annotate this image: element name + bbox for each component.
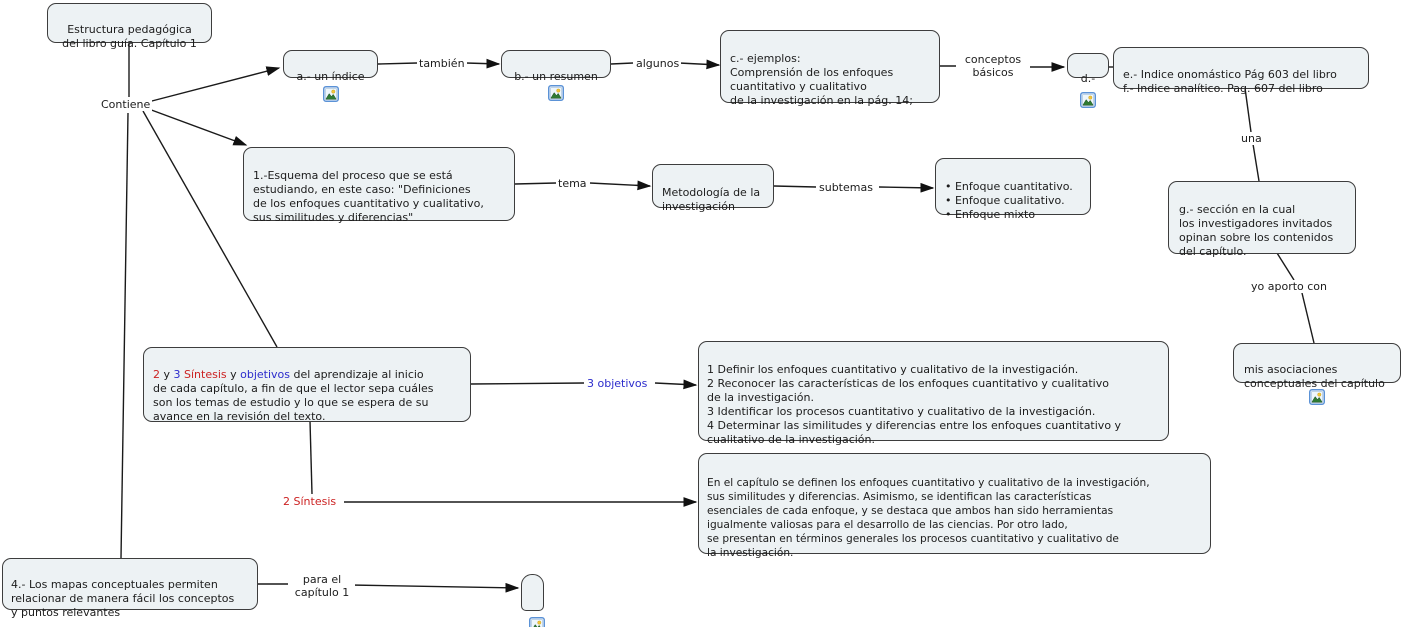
node-objetivos-lista[interactable]: 1 Definir los enfoques cuantitativo y cu… — [698, 341, 1169, 446]
connector-contiene-sintesisobj — [142, 110, 278, 348]
node-label: 2 y 3 Síntesis y objetivos del aprendiza… — [153, 368, 434, 423]
connector-sintesisobj-2sintesis — [309, 420, 313, 495]
connector-g-yoaporto — [1276, 252, 1295, 281]
image-resource-icon[interactable] — [548, 71, 564, 101]
node-label: c.- ejemplos: Comprensión de los enfoque… — [730, 52, 913, 107]
node-seccion-g[interactable]: g.- sección en la cual los investigadore… — [1168, 181, 1356, 258]
connector-indice-tambien — [377, 62, 418, 65]
connector-algunos-ejemplos — [678, 59, 721, 70]
node-label: d.- — [1080, 72, 1096, 85]
node-label: En el capítulo se definen los enfoques c… — [707, 477, 1150, 559]
node-un-indice[interactable]: a.- un índice — [283, 50, 378, 102]
image-resource-icon[interactable] — [1080, 78, 1096, 108]
node-label: mis asociaciones conceptuales del capítu… — [1244, 363, 1385, 390]
link-label-para-el[interactable]: para el capítulo 1 — [289, 573, 355, 599]
connector-yoaporto-asociaciones — [1301, 292, 1315, 344]
link-label-una[interactable]: una — [1239, 132, 1264, 145]
image-resource-icon[interactable] — [1309, 375, 1325, 405]
node-indices-ef[interactable]: e.- Indice onomástico Pág 603 del libro … — [1113, 47, 1369, 95]
connector-contiene-indice — [147, 66, 281, 103]
link-label-3-objetivos[interactable]: 3 objetivos — [585, 377, 650, 390]
connector-3objetivos-lista — [654, 379, 698, 390]
node-metodologia[interactable]: Metodología de la investigación — [652, 164, 774, 213]
node-label: 4.- Los mapas conceptuales permiten rela… — [11, 578, 235, 619]
node-label: • Enfoque cuantitativo. • Enfoque cualit… — [945, 180, 1073, 221]
node-mis-asociaciones[interactable]: mis asociaciones conceptuales del capítu… — [1233, 343, 1401, 405]
link-label-subtemas[interactable]: subtemas — [817, 181, 875, 194]
node-un-resumen[interactable]: b.- un resumen — [501, 50, 611, 101]
node-esquema[interactable]: 1.-Esquema del proceso que se está estud… — [243, 147, 515, 224]
connector-parael-pill — [349, 582, 520, 593]
connector-metodologia-subtemas — [773, 185, 817, 188]
connector-ef-una — [1244, 87, 1252, 133]
node-ejemplos[interactable]: c.- ejemplos: Comprensión de los enfoque… — [720, 30, 940, 107]
connector-esquema-tema — [514, 182, 557, 185]
node-d[interactable]: d.- — [1067, 53, 1109, 108]
image-resource-icon[interactable] — [528, 603, 545, 627]
connector-contiene-esquema — [145, 107, 248, 146]
link-label-tema[interactable]: tema — [556, 177, 589, 190]
connector-una-g — [1252, 143, 1260, 182]
node-mapas-conceptuales[interactable]: 4.- Los mapas conceptuales permiten rela… — [2, 558, 258, 619]
connector-tambien-resumen — [465, 58, 501, 69]
node-label: g.- sección en la cual los investigadore… — [1179, 203, 1334, 258]
link-label-2-sintesis[interactable]: 2 Síntesis — [281, 495, 339, 508]
connector-resumen-algunos — [610, 62, 634, 65]
node-label: Estructura pedagógica del libro guía. Ca… — [62, 23, 197, 50]
node-sintesis-texto[interactable]: En el capítulo se definen los enfoques c… — [698, 453, 1211, 559]
node-label: Metodología de la investigación — [662, 186, 761, 213]
connector-tema-metodologia — [589, 180, 652, 191]
node-label: 1 Definir los enfoques cuantitativo y cu… — [707, 363, 1122, 446]
node-sintesis-objetivos[interactable]: 2 y 3 Síntesis y objetivos del aprendiza… — [143, 347, 471, 423]
connector-contiene-mapas — [120, 112, 129, 559]
node-label: a.- un índice — [296, 70, 365, 83]
node-label: 1.-Esquema del proceso que se está estud… — [253, 169, 484, 224]
link-label-yo-aporto[interactable]: yo aporto con — [1249, 280, 1330, 293]
node-label: e.- Indice onomástico Pág 603 del libro … — [1123, 68, 1337, 95]
node-label: b.- un resumen — [514, 70, 598, 83]
node-estructura-pedagogica[interactable]: Estructura pedagógica del libro guía. Ca… — [47, 3, 212, 50]
link-label-contiene[interactable]: Contiene — [99, 98, 153, 111]
link-label-algunos[interactable]: algunos — [634, 57, 682, 70]
link-label-conceptos[interactable]: conceptos básicos — [956, 53, 1030, 79]
link-label-tambien[interactable]: también — [417, 57, 467, 70]
image-resource-icon[interactable] — [322, 72, 339, 102]
node-recurso-capitulo1[interactable] — [521, 574, 545, 627]
node-enfoques[interactable]: • Enfoque cuantitativo. • Enfoque cualit… — [935, 158, 1091, 221]
connector-sintesisobj-3objetivos — [470, 382, 585, 385]
connector-subtemas-enfoques — [878, 182, 935, 193]
